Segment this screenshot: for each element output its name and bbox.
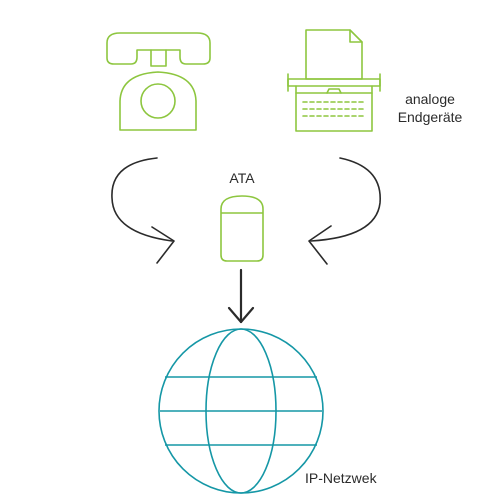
- curved-arrow-icon: [111, 157, 175, 264]
- curved-arrow-icon: [308, 157, 381, 265]
- telephone-icon: [106, 32, 211, 131]
- fax-machine-icon: [287, 29, 381, 132]
- ata-adapter-icon: [220, 195, 264, 262]
- down-arrow-icon: [227, 268, 255, 324]
- ip-network-label: IP-Netzwek: [305, 470, 377, 486]
- ata-label: ATA: [229, 170, 255, 186]
- analog-devices-label-line2: Endgeräte: [397, 109, 463, 125]
- analog-devices-label: analoge Endgeräte: [384, 90, 476, 126]
- analog-devices-label-line1: analoge: [405, 91, 455, 107]
- globe-icon: [158, 328, 324, 494]
